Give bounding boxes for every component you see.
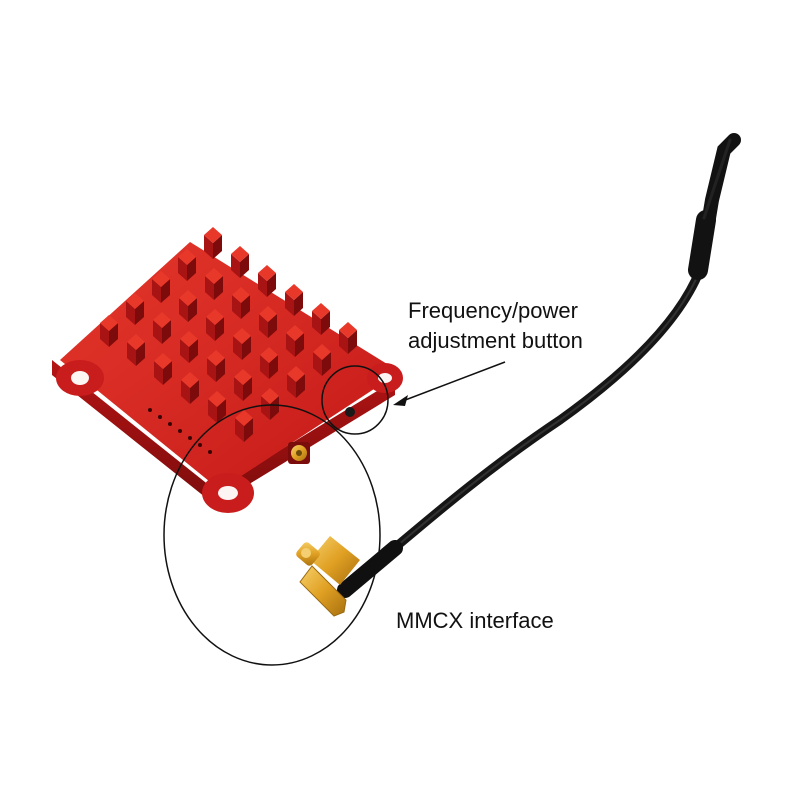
heatsink-fin xyxy=(286,325,304,341)
heatsink-fin xyxy=(260,347,278,363)
heatsink-fin xyxy=(154,353,172,369)
heatsink-fin xyxy=(287,366,305,382)
adjustment-button xyxy=(345,407,355,417)
frequency-button-label: Frequency/power adjustment button xyxy=(408,296,583,356)
heatsink-fin xyxy=(205,268,223,284)
heatsink-fin xyxy=(126,293,144,309)
heatsink-fin xyxy=(233,328,251,344)
mounting-tabs xyxy=(56,360,403,513)
heatsink-fin xyxy=(152,271,170,287)
button-callout-circle xyxy=(321,365,389,435)
mmcx-interface-label: MMCX interface xyxy=(396,608,554,633)
mmcx-callout-circle xyxy=(163,404,381,666)
heatsink-fin xyxy=(153,312,171,328)
heatsink-fins xyxy=(100,227,357,442)
heatsink-fin xyxy=(258,265,276,281)
heatsink-fin xyxy=(235,410,253,426)
vent-holes xyxy=(148,408,212,454)
heatsink-fin xyxy=(339,322,357,338)
heatsink-fin xyxy=(313,344,331,360)
heatsink-fin xyxy=(100,315,118,331)
heatsink-fin xyxy=(180,331,198,347)
frequency-button-label-line1: Frequency/power xyxy=(408,298,578,323)
heatsink-fin xyxy=(204,227,222,243)
heatsink-base-top xyxy=(60,242,400,490)
heatsink-fin xyxy=(234,369,252,385)
frequency-button-label-line2: adjustment button xyxy=(408,328,583,353)
mmcx-plug xyxy=(296,536,360,617)
heatsink-base-side xyxy=(52,360,395,505)
heatsink-fin xyxy=(178,249,196,265)
heatsink-fin xyxy=(208,391,226,407)
heatsink-fin xyxy=(207,350,225,366)
heatsink-fin xyxy=(312,303,330,319)
heatsink-fin xyxy=(232,287,250,303)
heatsink-fin xyxy=(181,372,199,388)
callout-arrow xyxy=(393,361,506,406)
heatsink-fin xyxy=(285,284,303,300)
mmcx-socket xyxy=(288,442,310,464)
heatsink-fin xyxy=(231,246,249,262)
connector-sleeve xyxy=(337,540,403,598)
heatsink-fin xyxy=(259,306,277,322)
heatsink-fin xyxy=(206,309,224,325)
vtx-heatsink xyxy=(52,227,403,513)
heatsink-fin xyxy=(127,334,145,350)
heatsink-fin xyxy=(261,388,279,404)
antenna xyxy=(296,133,741,617)
heatsink-fin xyxy=(179,290,197,306)
